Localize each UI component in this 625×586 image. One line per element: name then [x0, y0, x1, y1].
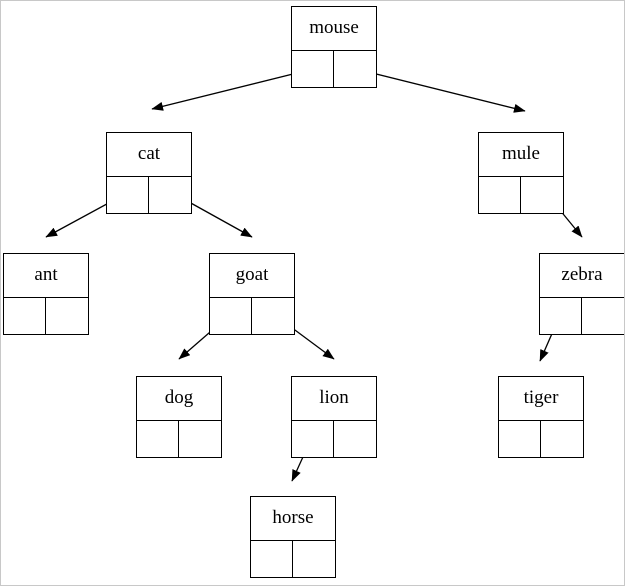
node-pointer-cells	[292, 421, 376, 457]
right-pointer-cell[interactable]	[334, 421, 376, 457]
node-label: ant	[4, 254, 88, 298]
node-pointer-cells	[251, 541, 335, 577]
node-label: mule	[479, 133, 563, 177]
left-pointer-cell[interactable]	[499, 421, 541, 457]
node-pointer-cells	[292, 51, 376, 87]
right-pointer-cell[interactable]	[541, 421, 583, 457]
node-label: zebra	[540, 254, 624, 298]
left-pointer-cell[interactable]	[251, 541, 293, 577]
left-pointer-cell[interactable]	[540, 298, 582, 334]
edge-mouse-left-to-cat	[151, 68, 314, 111]
right-pointer-cell[interactable]	[149, 177, 191, 213]
tree-node-mule[interactable]: mule	[478, 132, 564, 214]
tree-node-cat[interactable]: cat	[106, 132, 192, 214]
node-label: goat	[210, 254, 294, 298]
tree-node-mouse[interactable]: mouse	[291, 6, 377, 88]
node-pointer-cells	[540, 298, 624, 334]
node-pointer-cells	[210, 298, 294, 334]
left-pointer-cell[interactable]	[4, 298, 46, 334]
tree-node-tiger[interactable]: tiger	[498, 376, 584, 458]
left-pointer-cell[interactable]	[292, 421, 334, 457]
left-pointer-cell[interactable]	[210, 298, 252, 334]
right-pointer-cell[interactable]	[293, 541, 335, 577]
right-pointer-cell[interactable]	[46, 298, 88, 334]
node-label: cat	[107, 133, 191, 177]
left-pointer-cell[interactable]	[479, 177, 521, 213]
right-pointer-cell[interactable]	[252, 298, 294, 334]
node-label: tiger	[499, 377, 583, 421]
right-pointer-cell[interactable]	[521, 177, 563, 213]
node-pointer-cells	[107, 177, 191, 213]
node-label: dog	[137, 377, 221, 421]
node-label: mouse	[292, 7, 376, 51]
node-pointer-cells	[137, 421, 221, 457]
tree-node-horse[interactable]: horse	[250, 496, 336, 578]
node-label: lion	[292, 377, 376, 421]
tree-node-dog[interactable]: dog	[136, 376, 222, 458]
node-pointer-cells	[499, 421, 583, 457]
node-pointer-cells	[4, 298, 88, 334]
node-label: horse	[251, 497, 335, 541]
edge-mouse-right-to-mule	[355, 68, 526, 113]
tree-node-lion[interactable]: lion	[291, 376, 377, 458]
left-pointer-cell[interactable]	[292, 51, 334, 87]
tree-node-goat[interactable]: goat	[209, 253, 295, 335]
tree-node-ant[interactable]: ant	[3, 253, 89, 335]
left-pointer-cell[interactable]	[137, 421, 179, 457]
left-pointer-cell[interactable]	[107, 177, 149, 213]
node-pointer-cells	[479, 177, 563, 213]
right-pointer-cell[interactable]	[179, 421, 221, 457]
right-pointer-cell[interactable]	[582, 298, 624, 334]
tree-node-zebra[interactable]: zebra	[539, 253, 624, 335]
right-pointer-cell[interactable]	[334, 51, 376, 87]
